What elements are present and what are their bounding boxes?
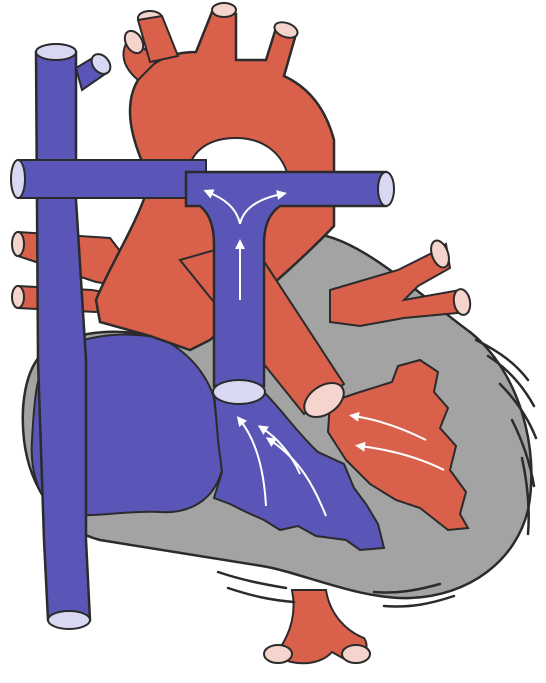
- left-pulmonary-artery-opening: [11, 160, 25, 198]
- pulmonary-vein-opening-lower: [12, 286, 24, 308]
- descending-aorta-opening-right: [342, 645, 370, 663]
- left-pulmonary-artery: [11, 160, 206, 198]
- descending-aorta-opening-left: [264, 645, 292, 663]
- pulmonary-vein-opening-upper: [12, 232, 24, 256]
- inferior-vena-cava-opening: [48, 611, 90, 629]
- carotid-opening: [212, 3, 236, 17]
- pulmonary-valve-opening: [213, 380, 265, 404]
- superior-vena-cava-opening: [36, 44, 76, 60]
- right-pulmonary-artery-opening: [378, 172, 394, 206]
